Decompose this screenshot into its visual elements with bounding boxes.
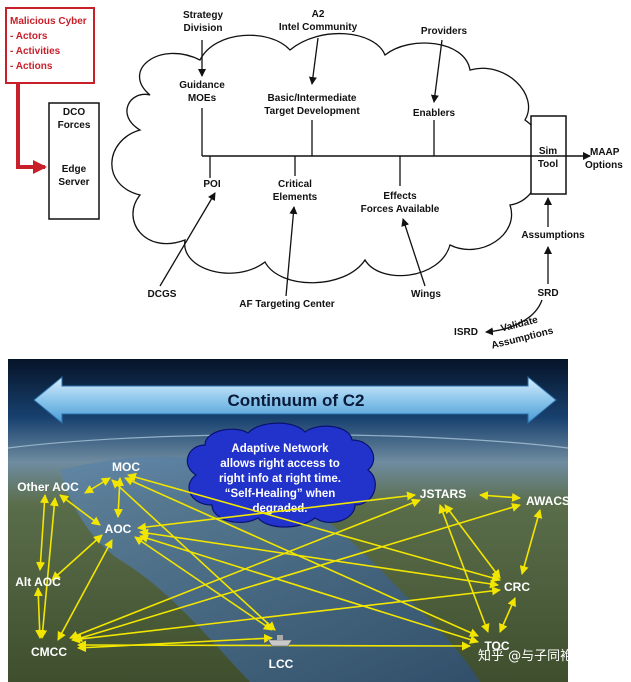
node-other-aoc: Other AOC [17,480,79,494]
af-targeting-label: AF Targeting Center [239,299,334,310]
node-cmcc: CMCC [31,645,67,659]
target-dev-label: Basic/Intermediate [268,93,357,104]
node-jstars: JSTARS [420,487,466,501]
validate-arrow [485,299,543,336]
node-lcc: LCC [269,657,294,671]
edge-server-label: Edge [62,164,87,175]
link-crc-toc [499,597,516,633]
cloud-text: Adaptive Network [231,443,329,455]
guidance-label: MOEs [188,93,217,104]
connection-lines [33,472,543,653]
a2-label: Intel Community [279,22,358,33]
strategy-label: Division [184,23,223,34]
top-diagram: Malicious Cyber - Actors - Activities - … [5,7,623,352]
link-altaoc-cmcc [33,587,45,639]
a2-label: A2 [312,9,325,20]
link-awacs-crc [519,509,543,575]
edge-server-label: Server [58,177,89,188]
dco-box [48,102,100,220]
malicious-item: - Actors [10,31,48,42]
node-crc: CRC [504,580,530,594]
maap-label: MAAP [590,147,620,158]
providers-label: Providers [421,26,468,37]
cloud-text: allows right access to [220,458,340,470]
malicious-cyber-box [5,7,95,84]
dco-label: Forces [58,120,91,131]
dco-label: DCO [63,107,85,118]
cloud-outline [111,33,544,284]
malicious-item: - Actions [10,61,53,72]
effects-label: Forces Available [361,204,440,215]
maap-label: Options [585,160,623,171]
malicious-item: - Activities [10,46,61,57]
wings-label: Wings [411,289,441,300]
target-dev-label: Target Development [264,106,360,117]
ship-tower [277,635,283,640]
node-toc: TOC [484,639,509,653]
node-moc: MOC [112,460,140,474]
connector [308,37,319,85]
red-arrow [16,83,47,174]
connector [159,192,216,287]
connector [401,218,426,287]
assumptions-label: Assumptions [521,230,585,241]
connector [430,39,443,103]
critical-label: Critical [278,179,312,190]
guidance-label: Guidance [179,80,225,91]
poi-label: POI [203,179,220,190]
cloud-text: “Self-Healing” when [225,488,336,500]
connector [285,206,298,297]
sim-tool-box [530,115,567,195]
strategy-label: Strategy [183,10,223,21]
effects-label: Effects [383,191,417,202]
enablers-label: Enablers [413,108,456,119]
isrd-label: ISRD [454,327,478,338]
ship-icon [267,639,293,647]
node-aoc: AOC [105,522,132,536]
node-awacs: AWACS [526,494,570,508]
cloud-text: right info at right time. [219,473,341,485]
srd-label: SRD [537,288,558,299]
malicious-cyber-title: Malicious Cyber [10,16,87,27]
sim-tool-label: Sim [539,146,557,157]
bottom-panel: Continuum of C2 Adaptive Network allows … [7,359,573,682]
continuum-arrow [33,375,557,425]
link-jstars-awacs [479,491,521,502]
watermark: 知乎 @与子同袍 [478,648,573,664]
dcgs-label: DCGS [148,289,177,300]
sim-tool-label: Tool [538,159,559,170]
link-jstars-toc [438,504,490,633]
node-alt-aoc: Alt AOC [15,575,61,589]
continuum-title: Continuum of C2 [228,391,365,410]
critical-label: Elements [273,192,318,203]
link-moc-otheraoc [84,477,111,494]
